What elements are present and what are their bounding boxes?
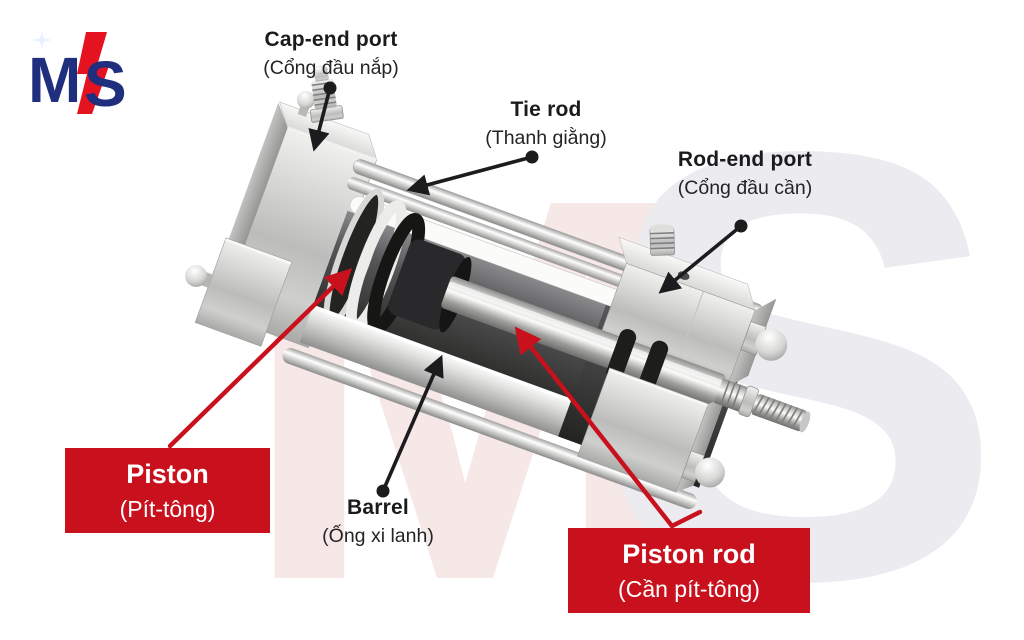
piston-callout-en: Piston	[126, 458, 209, 489]
piston-arrow	[167, 268, 353, 449]
label-rod-end-port: Rod-end port (Cổng đầu cần)	[678, 148, 812, 200]
label-rod-end-port-vi: (Cổng đầu cần)	[677, 177, 813, 199]
label-barrel: Barrel (Ống xi lanh)	[322, 496, 434, 548]
label-barrel-vi: (Ống xi lanh)	[322, 525, 434, 547]
logo-red-flash	[77, 32, 109, 114]
label-rod-end-port-en: Rod-end port	[677, 148, 813, 171]
acorn-nut-lower	[681, 450, 725, 488]
piston-rod-tip	[714, 378, 811, 433]
logo-letter-s: S	[84, 48, 127, 118]
piston-rod-arrow	[514, 326, 675, 529]
tie-rod-arrow	[406, 155, 534, 196]
piston-rod-callout-vi: (Cần pít-tông)	[618, 575, 760, 602]
rod-end-port-arrow	[658, 224, 743, 294]
label-barrel-en: Barrel	[347, 496, 409, 519]
label-tie-rod-en: Tie rod	[510, 98, 582, 121]
piston-rod-arrow-stub	[669, 509, 703, 529]
piston-callout-box: Piston (Pít-tông)	[65, 448, 270, 533]
label-tie-rod-vi: (Thanh giằng)	[485, 127, 607, 149]
barrel-shell	[299, 304, 596, 445]
label-tie-rod: Tie rod (Thanh giằng)	[485, 98, 606, 150]
bottom-tie-rod	[282, 348, 697, 510]
rod-cushion-seals	[606, 329, 669, 393]
rod-end-block	[597, 224, 788, 390]
cap-end-foot	[185, 237, 293, 347]
logo-letter-m: M	[28, 44, 81, 116]
leader-arrows	[167, 81, 748, 529]
piston-rod-callout-en: Piston rod	[622, 538, 756, 569]
rod-end-port-fitting	[649, 224, 676, 256]
cap-ball-stud	[296, 90, 315, 117]
rod-end-foot	[577, 367, 726, 493]
ms-logo: M S	[28, 30, 127, 118]
cap-end-port-arrow	[308, 86, 332, 152]
acorn-nut-upper	[740, 321, 788, 361]
logo-sparkle-icon	[32, 30, 52, 50]
piston-callout-vi: (Pít-tông)	[119, 495, 216, 522]
pneumatic-cylinder	[185, 65, 811, 510]
barrel-arrow	[381, 354, 444, 493]
label-cap-end-port-vi: (Cổng đầu nắp)	[263, 57, 399, 79]
label-cap-end-port: Cap-end port (Cổng đầu nắp)	[263, 28, 399, 80]
piston-rod-callout-box: Piston rod (Cần pít-tông)	[568, 528, 810, 613]
label-cap-end-port-en: Cap-end port	[264, 28, 398, 51]
